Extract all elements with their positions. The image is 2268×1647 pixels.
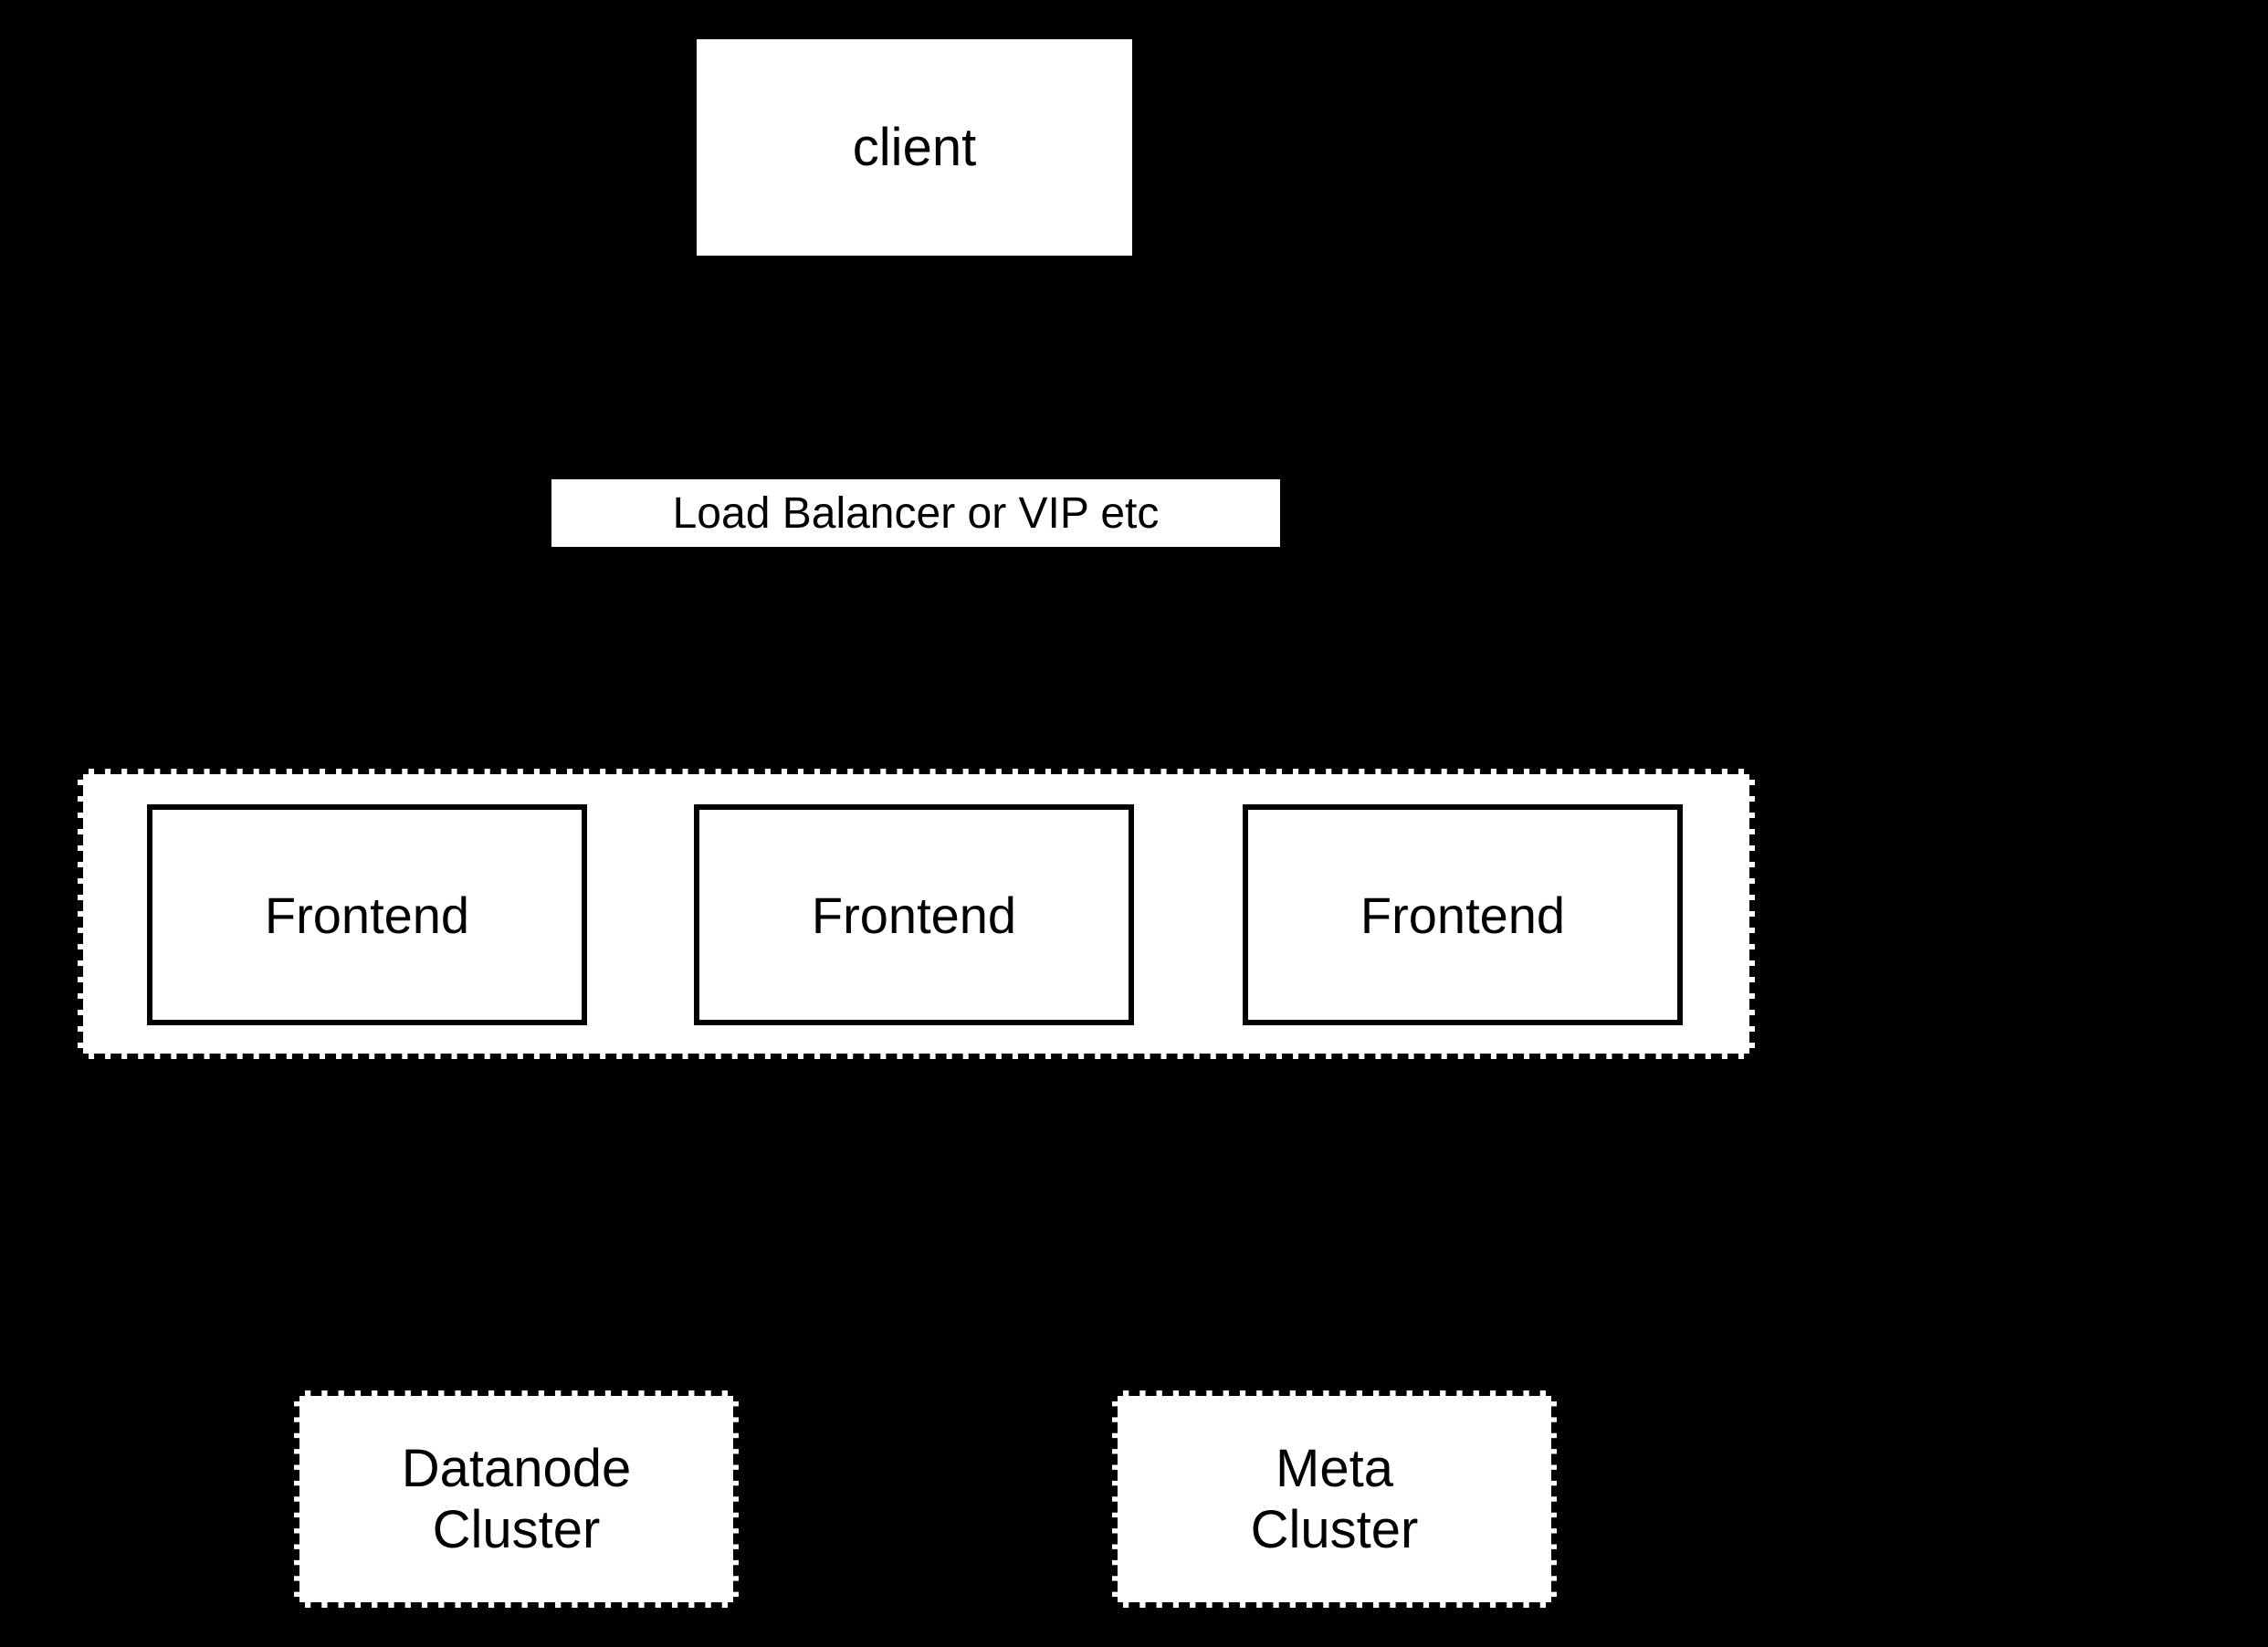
meta-cluster-node: Meta Cluster — [1112, 1390, 1557, 1608]
frontend-node-2: Frontend — [694, 804, 1134, 1025]
datanode-cluster-node: Datanode Cluster — [294, 1390, 739, 1608]
datanode-cluster-label-line1: Datanode — [401, 1438, 632, 1498]
frontend-node-3: Frontend — [1243, 804, 1683, 1025]
meta-cluster-label-line1: Meta — [1276, 1438, 1393, 1498]
load-balancer-node: Load Balancer or VIP etc — [551, 479, 1280, 547]
load-balancer-label: Load Balancer or VIP etc — [672, 488, 1160, 538]
meta-cluster-label-line2: Cluster — [1250, 1500, 1419, 1559]
frontend-label-1: Frontend — [264, 886, 470, 944]
frontend-label-3: Frontend — [1360, 886, 1566, 944]
frontend-label-2: Frontend — [811, 886, 1017, 944]
frontend-group: Frontend Frontend Frontend — [78, 769, 1755, 1059]
client-label: client — [852, 118, 977, 177]
frontend-node-1: Frontend — [147, 804, 587, 1025]
datanode-cluster-label-line2: Cluster — [432, 1500, 601, 1559]
client-node: client — [697, 39, 1132, 256]
